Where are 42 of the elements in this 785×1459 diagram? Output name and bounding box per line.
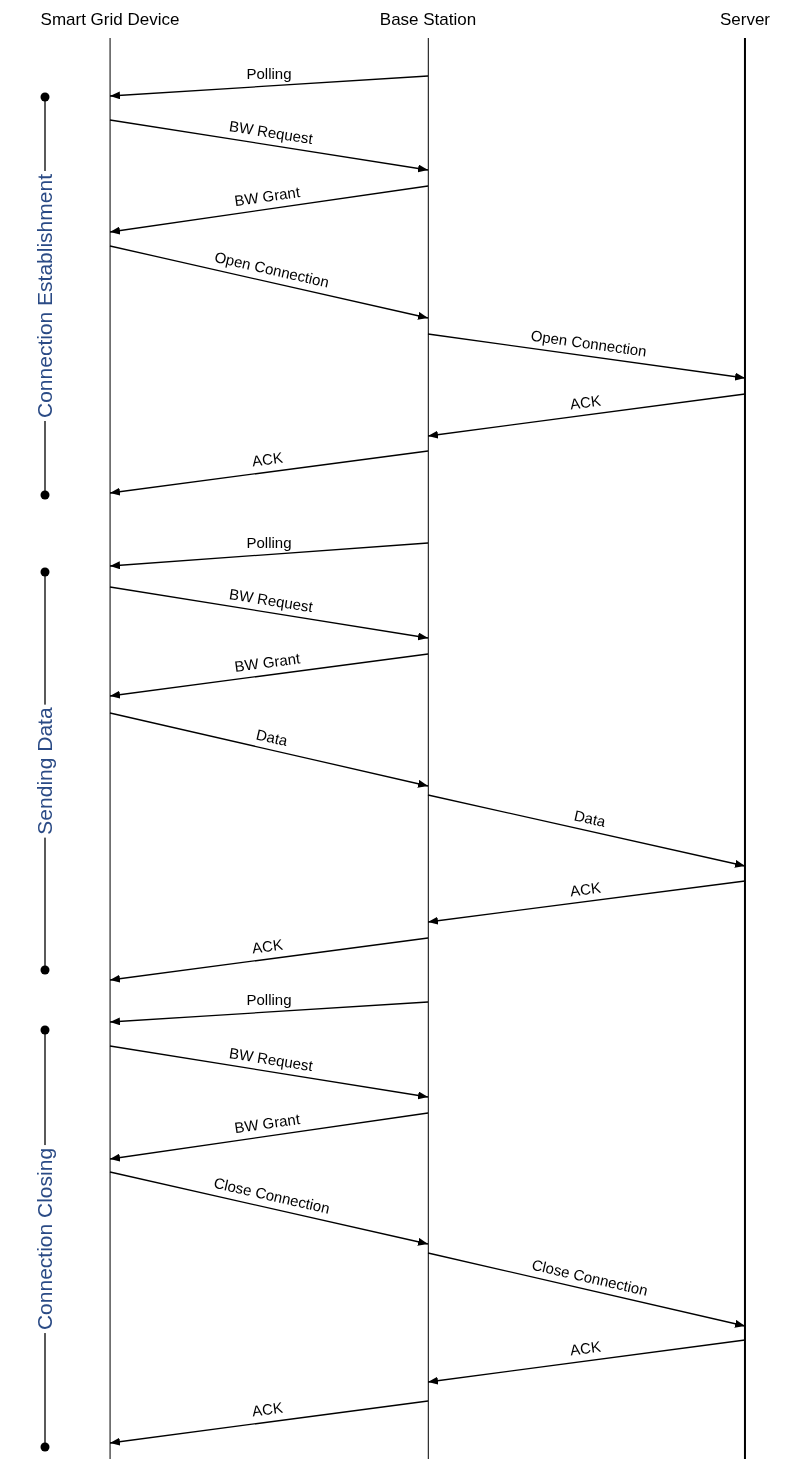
edge-label: BW Grant	[233, 183, 301, 210]
arrow	[109, 712, 429, 788]
edge-label: BW Request	[228, 117, 314, 148]
edge-label: Polling	[246, 64, 292, 82]
arrow	[109, 653, 429, 699]
participant-label: Smart Grid Device	[40, 10, 180, 31]
edge-label: ACK	[250, 1398, 284, 1420]
edge-label: ACK	[568, 391, 602, 413]
edge-label: BW Grant	[233, 1110, 301, 1137]
arrow	[427, 333, 746, 381]
edge-label: Polling	[246, 990, 292, 1008]
arrow	[109, 1045, 429, 1100]
edge-label: ACK	[250, 448, 284, 470]
arrow	[109, 1171, 429, 1246]
edge-label: Data	[572, 806, 607, 830]
arrow	[109, 185, 429, 235]
arrow	[427, 880, 746, 925]
edge-label: Data	[254, 725, 290, 749]
participant-label: Base Station	[379, 10, 477, 31]
edge-label: Polling	[246, 533, 292, 550]
arrow	[427, 794, 746, 868]
participant-label: Server	[719, 10, 771, 31]
edge-label: Open Connection	[529, 326, 648, 360]
arrow	[427, 1339, 746, 1385]
arrow	[109, 542, 429, 570]
arrow	[109, 75, 429, 100]
arrow	[427, 1252, 746, 1328]
edge-label: BW Request	[228, 584, 314, 615]
arrow	[109, 119, 429, 173]
edge-label: ACK	[568, 1337, 602, 1359]
arrow	[427, 393, 746, 439]
edge-label: ACK	[568, 878, 602, 899]
edge-label: BW Request	[228, 1043, 314, 1074]
arrow	[109, 1001, 429, 1026]
arrow	[109, 1112, 429, 1162]
arrow	[109, 937, 429, 983]
arrow	[109, 586, 429, 641]
edge-label: BW Grant	[233, 649, 302, 675]
arrow	[109, 1400, 429, 1446]
arrow	[109, 450, 429, 496]
edge-label: ACK	[250, 935, 284, 957]
arrow	[109, 245, 429, 320]
